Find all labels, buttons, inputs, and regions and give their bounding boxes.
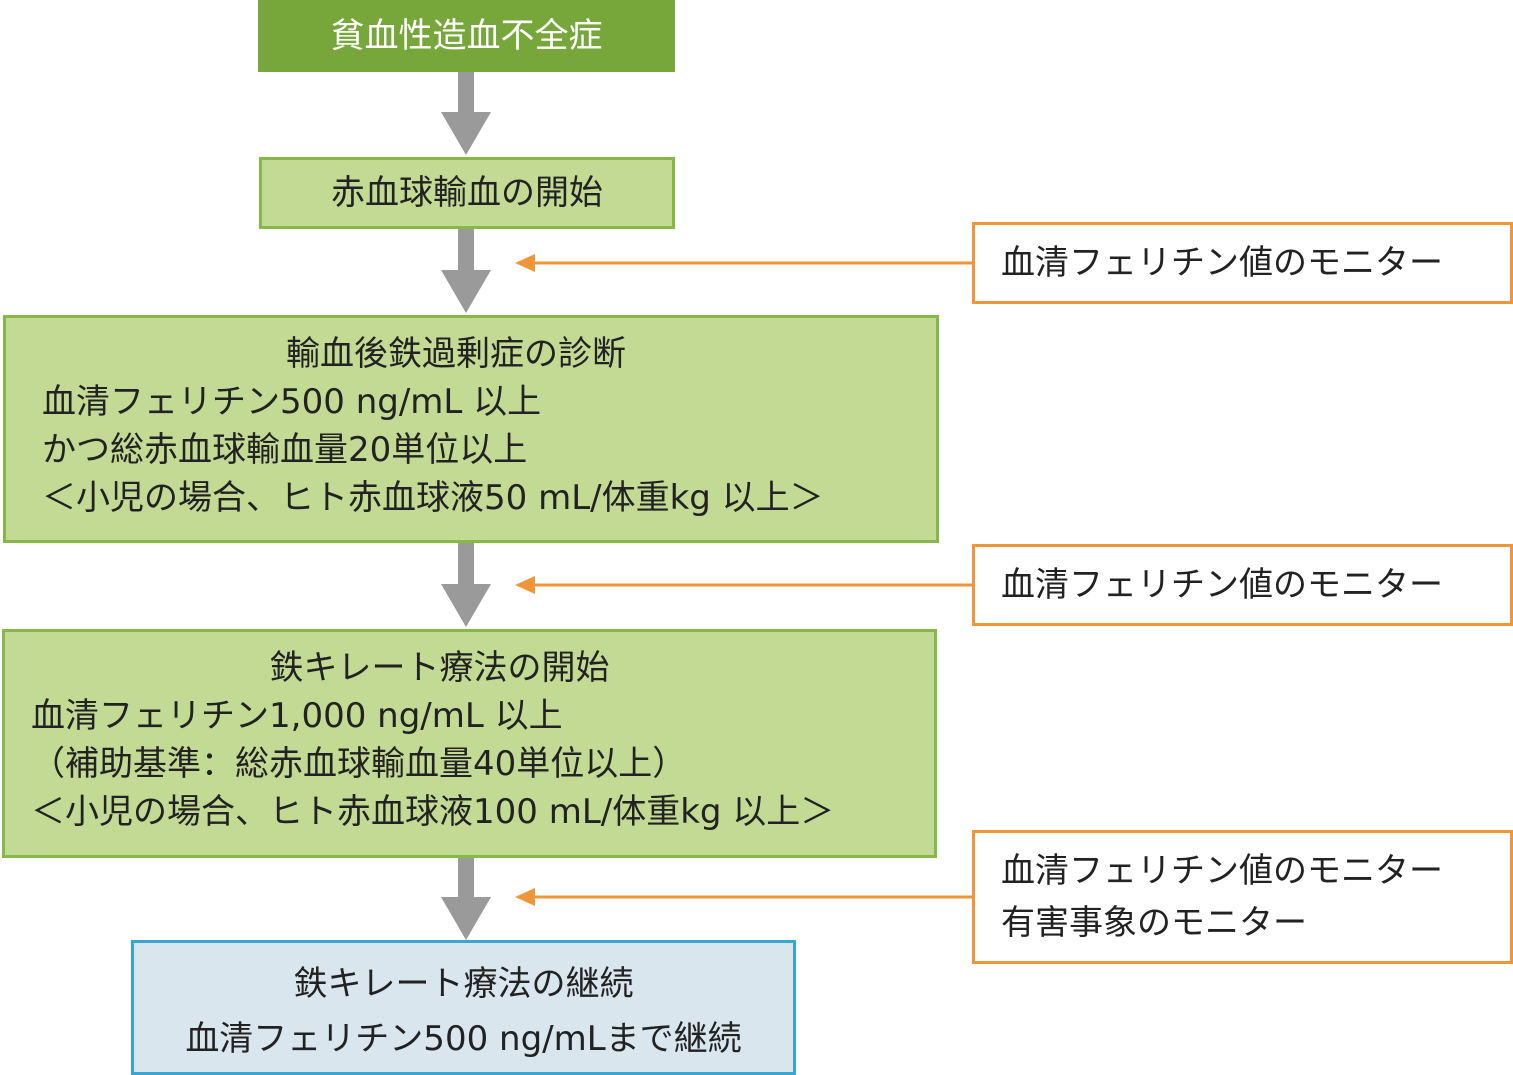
step-chelation-continue: 鉄キレート療法の継続 血清フェリチン500 ng/mLまで継続 (131, 940, 796, 1075)
step-title: 輸血後鉄過剰症の診断 (286, 334, 626, 374)
criteria-line: 血清フェリチン500 ng/mL 以上 (42, 382, 542, 422)
step-title: 鉄キレート療法の継続 (293, 964, 634, 1004)
criteria-line: ＜小児の場合、ヒト赤血球液50 mL/体重kg 以上＞ (42, 478, 824, 518)
step-chelation-start: 鉄キレート療法の開始 血清フェリチン1,000 ng/mL 以上 （補助基準：総… (2, 629, 937, 858)
criteria-line: 血清フェリチン500 ng/mLまで継続 (185, 1019, 742, 1059)
criteria-line: かつ総赤血球輸血量20単位以上 (42, 430, 528, 470)
monitor-box-2: 血清フェリチン値のモニター (972, 544, 1513, 626)
step-title: 貧血性造血不全症 (330, 16, 603, 56)
monitor-text: 有害事象のモニター (1001, 903, 1307, 943)
flow-arrow-3 (441, 542, 491, 627)
criteria-line: 血清フェリチン1,000 ng/mL 以上 (31, 696, 563, 736)
flow-arrow-2 (441, 228, 491, 313)
step-aplastic-anemia: 貧血性造血不全症 (258, 0, 675, 72)
flow-arrow-1 (441, 72, 491, 155)
step-diagnosis: 輸血後鉄過剰症の診断 血清フェリチン500 ng/mL 以上 かつ総赤血球輸血量… (3, 315, 939, 543)
step-title: 鉄キレート療法の開始 (269, 648, 610, 688)
step-transfusion-start: 赤血球輸血の開始 (259, 157, 675, 229)
monitor-arrow-3 (515, 888, 972, 906)
monitor-arrow-2 (515, 576, 972, 594)
monitor-box-3: 血清フェリチン値のモニター 有害事象のモニター (972, 830, 1513, 964)
monitor-text: 血清フェリチン値のモニター (1001, 243, 1443, 283)
monitor-text: 血清フェリチン値のモニター (1001, 565, 1443, 605)
monitor-text: 血清フェリチン値のモニター (1001, 851, 1443, 891)
criteria-line: ＜小児の場合、ヒト赤血球液100 mL/体重kg 以上＞ (31, 792, 835, 832)
monitor-arrow-1 (515, 254, 972, 272)
criteria-line: （補助基準：総赤血球輸血量40単位以上） (31, 744, 687, 784)
monitor-box-1: 血清フェリチン値のモニター (972, 222, 1513, 304)
step-title: 赤血球輸血の開始 (331, 173, 603, 213)
flow-arrow-4 (441, 857, 491, 940)
